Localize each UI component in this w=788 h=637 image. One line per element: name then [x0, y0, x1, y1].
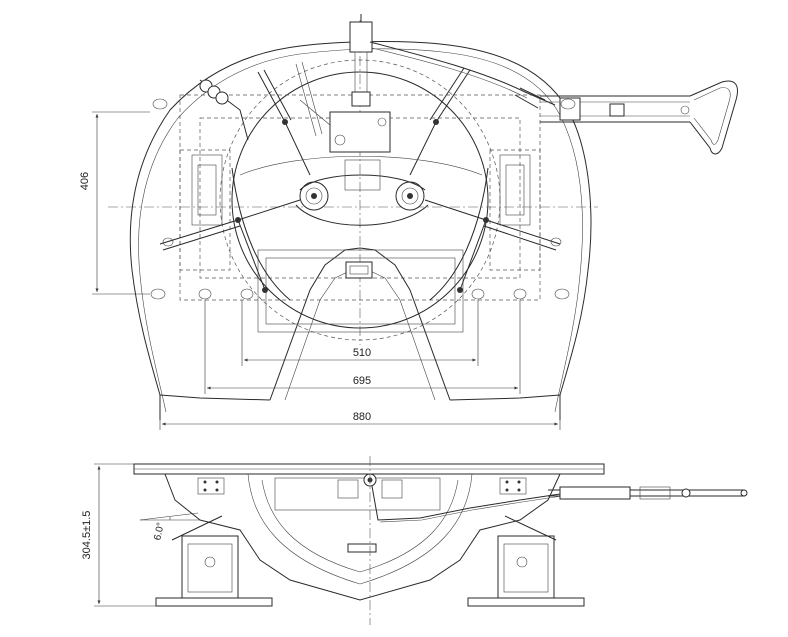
dimension-880: 880: [159, 400, 561, 430]
dimension-510-label: 510: [353, 347, 371, 359]
dimension-side-height: 304.5±1.5: [81, 463, 156, 607]
dimension-side-height-label: 304.5±1.5: [81, 511, 93, 560]
angle-label: 6.0°: [152, 522, 166, 542]
side-view: 6.0° 304.5±1.5: [81, 456, 748, 625]
lock-mechanism: [295, 14, 391, 279]
release-handle: [369, 41, 738, 155]
side-brackets: [155, 535, 585, 607]
dimension-695: 695: [204, 300, 521, 394]
dimension-406-label: 406: [79, 172, 91, 190]
dimension-406: 406: [79, 111, 150, 295]
angle-annotation: 6.0°: [139, 512, 200, 542]
kingpin-throat: [269, 247, 451, 401]
top-view: 406 510 695 880: [79, 14, 738, 430]
dimension-880-label: 880: [353, 411, 371, 423]
release-chain: [371, 485, 561, 521]
lock-arms: [159, 67, 561, 293]
dimension-695-label: 695: [353, 375, 371, 387]
dimension-510: 510: [241, 300, 479, 366]
mounting-holes: [150, 98, 576, 300]
